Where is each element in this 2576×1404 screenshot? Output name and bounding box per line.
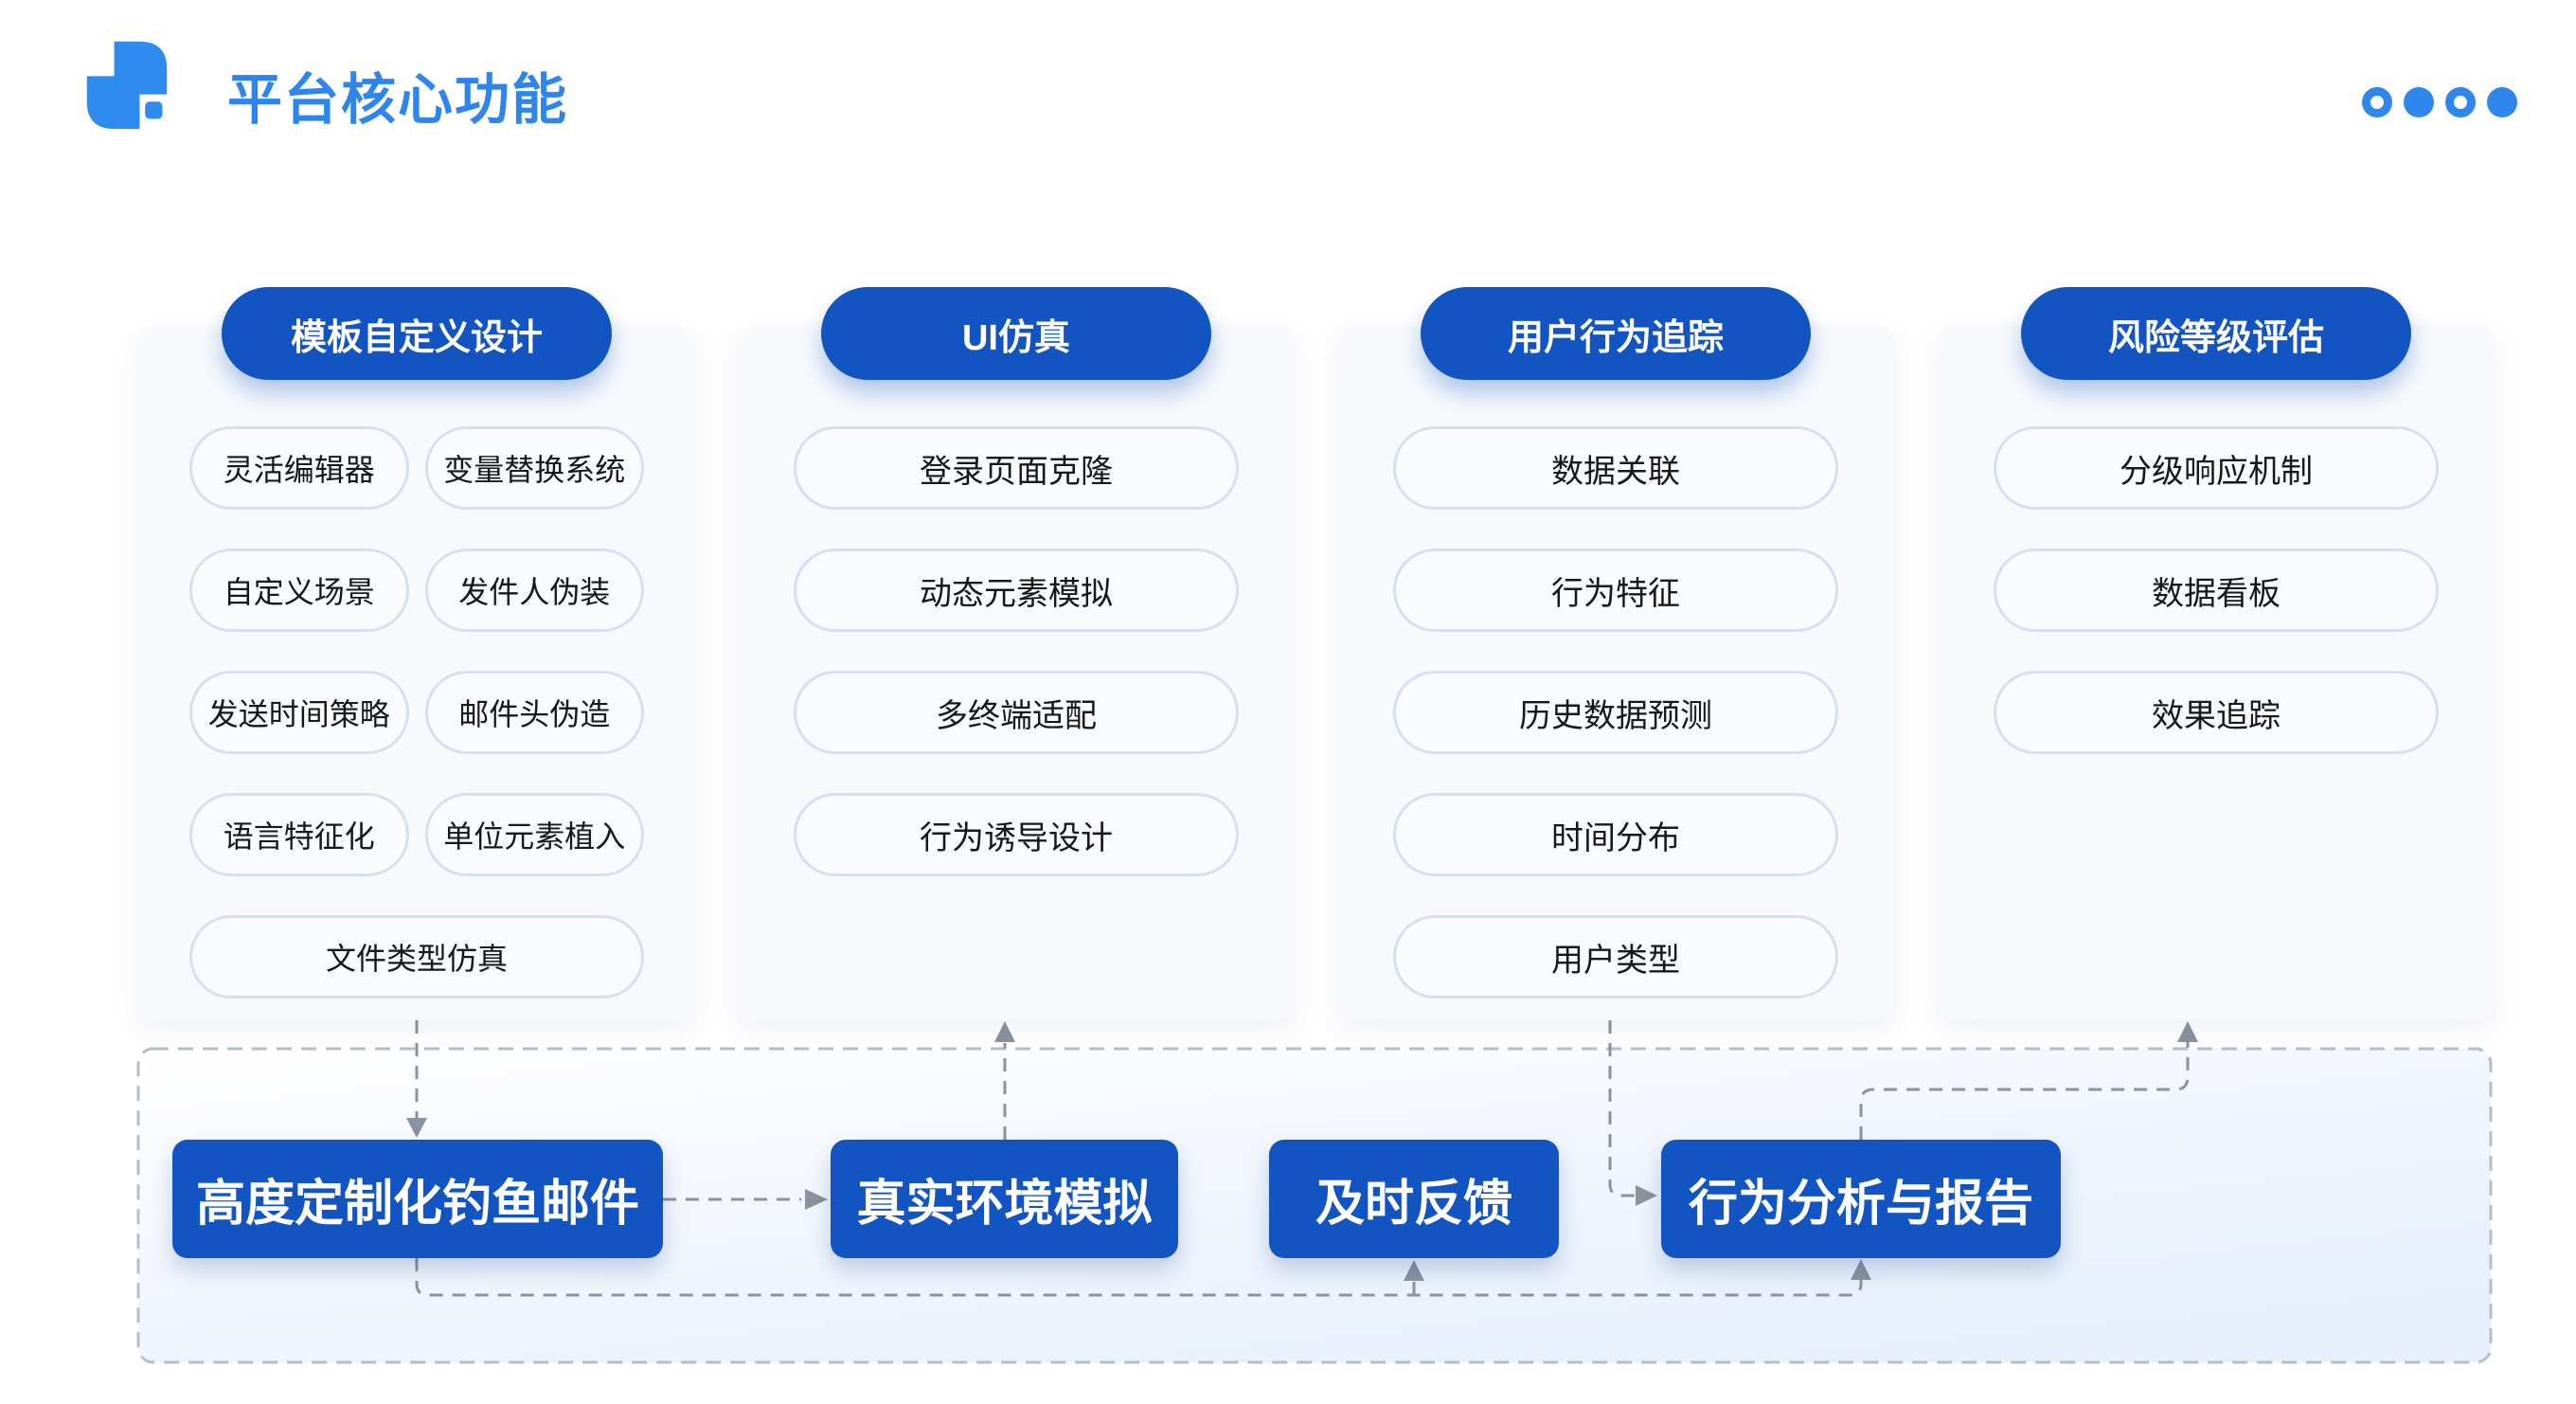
feature-pill: 动态元素模拟: [794, 549, 1239, 632]
page-dot: [2487, 87, 2517, 117]
feature-pill: 变量替换系统: [424, 426, 644, 510]
feature-pill: 时间分布: [1393, 793, 1838, 876]
arrowhead-up: [1851, 1259, 1871, 1280]
column-card-risk-assessment: 风险等级评估 分级响应机制 数据看板 效果追踪: [1938, 287, 2495, 1020]
column-header: 模板自定义设计: [222, 287, 612, 380]
page-dot: [2362, 87, 2392, 117]
feature-pill: 分级响应机制: [1994, 426, 2439, 510]
feature-pill: 灵活编辑器: [189, 426, 409, 510]
flow-box-real-environment: 真实环境模拟: [831, 1140, 1178, 1258]
page-title: 平台核心功能: [227, 69, 569, 131]
feature-pill: 发送时间策略: [189, 671, 409, 754]
column-card-ui-simulation: UI仿真 登录页面克隆 动态元素模拟 多终端适配 行为诱导设计: [738, 287, 1295, 1020]
pagination-dots: [2362, 87, 2517, 117]
feature-pill: 历史数据预测: [1393, 671, 1838, 754]
feature-pill: 语言特征化: [189, 793, 409, 876]
feature-pill: 数据关联: [1393, 426, 1838, 510]
feature-pill: 单位元素植入: [424, 793, 644, 876]
arrowhead-down: [406, 1118, 427, 1138]
arrowhead-up: [994, 1021, 1015, 1042]
arrowhead-right: [1636, 1185, 1657, 1206]
page-dot: [2445, 87, 2476, 117]
feature-pill: 发件人伪装: [424, 549, 644, 632]
arrowhead-up: [1404, 1260, 1424, 1281]
arrowhead-up: [2177, 1021, 2198, 1042]
page-dot: [2404, 87, 2434, 117]
flow-box-custom-phishing-mail: 高度定制化钓鱼邮件: [172, 1140, 663, 1258]
feature-pill: 行为特征: [1393, 549, 1838, 632]
feature-pill: 行为诱导设计: [794, 793, 1239, 876]
column-header: 风险等级评估: [2021, 287, 2411, 380]
column-header: UI仿真: [821, 287, 1211, 380]
flow-box-timely-feedback: 及时反馈: [1269, 1140, 1559, 1258]
feature-pill: 登录页面克隆: [794, 426, 1239, 510]
feature-pill: 多终端适配: [794, 671, 1239, 754]
column-header: 用户行为追踪: [1421, 287, 1811, 380]
column-card-behavior-tracking: 用户行为追踪 数据关联 行为特征 历史数据预测 时间分布 用户类型: [1337, 287, 1894, 1020]
feature-pill: 数据看板: [1994, 549, 2439, 632]
arrowhead-right: [805, 1189, 828, 1210]
logo-icon: [86, 41, 168, 130]
feature-pill: 文件类型仿真: [189, 915, 644, 999]
feature-pill: 邮件头伪造: [424, 671, 644, 754]
feature-pill: 自定义场景: [189, 549, 409, 632]
column-card-template-design: 模板自定义设计 灵活编辑器 变量替换系统 自定义场景 发件人伪装 发送时间策略 …: [138, 287, 695, 1020]
feature-pill: 用户类型: [1393, 915, 1838, 999]
flow-box-behavior-analysis-report: 行为分析与报告: [1661, 1140, 2061, 1258]
feature-pill: 效果追踪: [1994, 671, 2439, 754]
